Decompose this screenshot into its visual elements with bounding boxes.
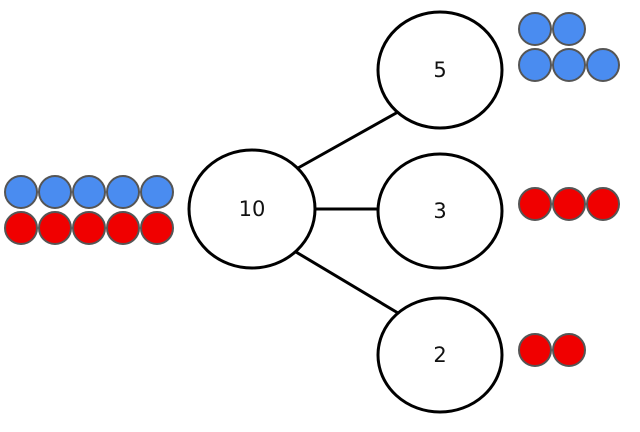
red-counter — [72, 211, 106, 245]
part-3-counters — [518, 333, 586, 367]
part-1-counters — [518, 12, 620, 82]
red-counter — [552, 187, 586, 221]
blue-counter — [552, 12, 586, 46]
red-counter — [106, 211, 140, 245]
red-counter — [586, 187, 620, 221]
whole-circle — [187, 148, 317, 270]
blue-counter — [72, 175, 106, 209]
part-label-3: 2 — [433, 343, 446, 367]
blue-counter — [586, 48, 620, 82]
blue-counter — [140, 175, 174, 209]
part-label-1: 5 — [433, 58, 446, 82]
red-counter — [4, 211, 38, 245]
connector-whole-to-part-1 — [297, 110, 399, 170]
part-node-3: 2 — [376, 296, 504, 414]
red-counter — [518, 187, 552, 221]
part-circle-3 — [376, 296, 504, 414]
part-circle-1 — [376, 10, 504, 130]
part-node-1: 5 — [376, 10, 504, 130]
red-counter — [140, 211, 174, 245]
whole-label: 10 — [239, 197, 266, 221]
red-counter — [38, 211, 72, 245]
connector-whole-to-part-3 — [295, 250, 399, 315]
part-node-2: 3 — [376, 152, 504, 270]
blue-counter — [518, 48, 552, 82]
whole-node: 10 — [187, 148, 317, 270]
part-2-counters — [518, 187, 620, 221]
blue-counter — [38, 175, 72, 209]
whole-counters — [4, 175, 174, 245]
blue-counter — [552, 48, 586, 82]
red-counter — [518, 333, 552, 367]
blue-counter — [106, 175, 140, 209]
red-counter — [552, 333, 586, 367]
blue-counter — [4, 175, 38, 209]
part-circle-2 — [376, 152, 504, 270]
blue-counter — [518, 12, 552, 46]
part-label-2: 3 — [433, 199, 446, 223]
